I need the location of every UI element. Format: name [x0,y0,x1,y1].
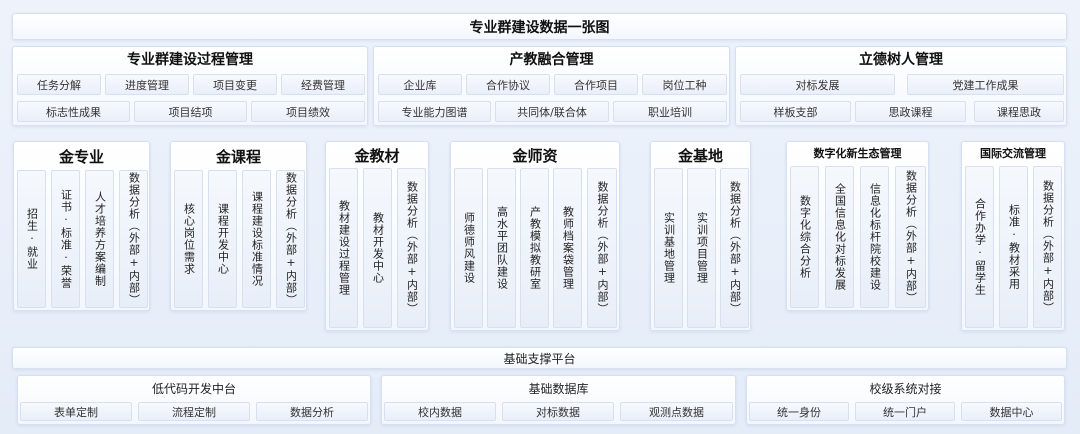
panel-digital-ecosystem: 数字化新生态管理 数字化综合分析 全国信息化对标发展 信息化标杆院校建设 数据分… [786,141,929,311]
chip-data-center[interactable]: 数据中心 [961,402,1062,421]
panel-title: 校级系统对接 [869,381,942,396]
column-data-analysis[interactable]: 数据分析（外部+内部） [397,168,426,328]
panel-title: 数字化新生态管理 [813,147,902,160]
panel-title: 金基地 [677,146,723,165]
chip-workflow-custom[interactable]: 流程定制 [138,402,250,421]
panel-base-database: 基础数据库 校内数据 对标数据 观测点数据 [381,375,736,425]
foundation-title: 基础支撑平台 [503,351,576,366]
chip-benchmark-data[interactable]: 对标数据 [502,402,614,421]
chip-party-building[interactable]: 党建工作成果 [907,74,1064,95]
chip-course-ideology[interactable]: 课程思政 [974,101,1064,122]
chip-model-branch[interactable]: 样板支部 [740,101,851,122]
panel-title: 专业群建设过程管理 [127,52,253,68]
panel-title: 金专业 [58,147,104,166]
chip-unified-identity[interactable]: 统一身份 [749,402,849,421]
chip-coop-project[interactable]: 合作项目 [554,74,638,95]
column-textbook-dev[interactable]: 教材开发中心 [363,168,392,328]
panel-process-management: 专业群建设过程管理 任务分解 进度管理 项目变更 经费管理 标志性成果 项目结项… [12,46,368,126]
chip-form-custom[interactable]: 表单定制 [20,402,132,421]
column-training-base[interactable]: 实训基地管理 [654,168,683,328]
chip-enterprise-db[interactable]: 企业库 [378,74,462,95]
chip-job-types[interactable]: 岗位工种 [642,74,727,95]
column-digital-analysis[interactable]: 数字化综合分析 [790,166,819,308]
panel-title: 国际交流管理 [980,147,1046,160]
panel-gold-base: 金基地 实训基地管理 实训项目管理 数据分析（外部+内部） [650,141,751,331]
column-certificates[interactable]: 证书·标准·荣誉 [51,170,80,308]
panel-title: 产教融合管理 [509,52,594,68]
column-enrollment[interactable]: 招生·就业 [17,170,46,308]
column-textbook-process[interactable]: 教材建设过程管理 [329,168,358,328]
chip-observation-data[interactable]: 观测点数据 [620,402,733,421]
column-data-analysis[interactable]: 数据分析（外部+内部） [895,166,926,308]
chip-project-performance[interactable]: 项目绩效 [251,101,365,122]
column-core-jobs[interactable]: 核心岗位需求 [174,170,203,308]
panel-system-integration: 校级系统对接 统一身份 统一门户 数据中心 [746,375,1065,425]
panel-title: 金课程 [215,147,261,166]
column-national-benchmark[interactable]: 全国信息化对标发展 [825,166,854,308]
panel-international: 国际交流管理 合作办学·留学生 标准·教材采用 数据分析（外部+内部） [961,141,1065,331]
column-teacher-ethics[interactable]: 师德师风建设 [454,168,483,328]
chip-benchmark[interactable]: 对标发展 [740,74,895,95]
column-data-analysis[interactable]: 数据分析（外部+内部） [276,170,305,308]
column-teaching-lab[interactable]: 产教模拟教研室 [520,168,549,328]
column-data-analysis[interactable]: 数据分析（外部+内部） [1033,166,1062,328]
main-title: 专业群建设数据一张图 [469,19,610,36]
column-teacher-portfolio[interactable]: 教师档案袋管理 [553,168,582,328]
main-title-bar [12,13,1067,40]
panel-gold-major: 金专业 招生·就业 证书·标准·荣誉 人才培养方案编制 数据分析（外部+内部） [13,141,150,311]
chip-community[interactable]: 共同体/联合体 [495,101,609,122]
chip-data-analysis[interactable]: 数据分析 [256,402,368,421]
chip-vocational-training[interactable]: 职业培训 [613,101,727,122]
column-standards-adoption[interactable]: 标准·教材采用 [999,166,1028,328]
column-data-analysis[interactable]: 数据分析（外部+内部） [119,170,148,308]
chip-ideological-courses[interactable]: 思政课程 [855,101,966,122]
column-training-project[interactable]: 实训项目管理 [687,168,716,328]
panel-title: 低代码开发中台 [151,381,236,396]
column-course-standards[interactable]: 课程建设标准情况 [242,170,271,308]
column-model-school[interactable]: 信息化标杆院校建设 [860,166,889,308]
panel-low-code: 低代码开发中台 表单定制 流程定制 数据分析 [17,375,371,425]
chip-unified-portal[interactable]: 统一门户 [855,402,955,421]
panel-title: 基础数据库 [528,381,589,396]
chip-project-closure[interactable]: 项目结项 [134,101,247,122]
panel-title: 金教材 [354,146,400,165]
chip-progress[interactable]: 进度管理 [105,74,189,95]
chip-task-breakdown[interactable]: 任务分解 [17,74,101,95]
column-joint-programs[interactable]: 合作办学·留学生 [965,166,994,328]
panel-gold-faculty: 金师资 师德师风建设 高水平团队建设 产教模拟教研室 教师档案袋管理 数据分析（… [450,141,620,331]
chip-agreement[interactable]: 合作协议 [466,74,550,95]
chip-skill-map[interactable]: 专业能力图谱 [378,101,491,122]
column-data-analysis[interactable]: 数据分析（外部+内部） [587,168,617,328]
foundation-title-bar [12,347,1067,369]
panel-title: 金师资 [512,146,558,165]
column-course-dev[interactable]: 课程开发中心 [208,170,237,308]
panel-moral-education: 立德树人管理 对标发展 党建工作成果 样板支部 思政课程 课程思政 [735,46,1067,126]
panel-title: 立德树人管理 [859,52,943,68]
column-high-level-team[interactable]: 高水平团队建设 [487,168,516,328]
panel-gold-course: 金课程 核心岗位需求 课程开发中心 课程建设标准情况 数据分析（外部+内部） [170,141,307,311]
panel-gold-textbook: 金教材 教材建设过程管理 教材开发中心 数据分析（外部+内部） [325,141,429,331]
column-data-analysis[interactable]: 数据分析（外部+内部） [720,168,749,328]
chip-landmark-results[interactable]: 标志性成果 [17,101,130,122]
column-training-plan[interactable]: 人才培养方案编制 [85,170,114,308]
chip-project-change[interactable]: 项目变更 [193,74,277,95]
chip-internal-data[interactable]: 校内数据 [384,402,496,421]
chip-budget[interactable]: 经费管理 [281,74,365,95]
panel-industry-education: 产教融合管理 企业库 合作协议 合作项目 岗位工种 专业能力图谱 共同体/联合体… [373,46,730,126]
